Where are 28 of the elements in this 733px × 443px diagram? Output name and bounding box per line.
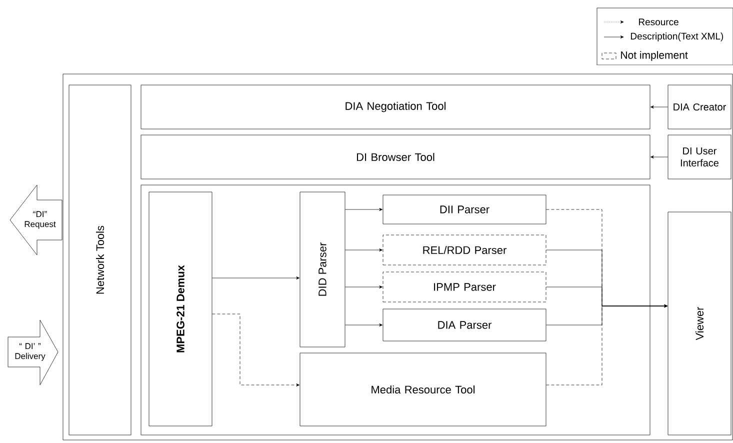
frame-box [62, 74, 733, 440]
arrow [546, 304, 668, 386]
arrow [212, 314, 300, 386]
arrow [212, 276, 300, 280]
arrow [345, 248, 382, 252]
tool-box: DIA Negotiation Tool [140, 84, 650, 130]
input-box: DI User Interface [668, 134, 732, 180]
parser-box: DII Parser [382, 194, 546, 224]
legend-label: Not implement [621, 51, 688, 61]
arrow [345, 324, 382, 326]
parser-box: DID Parser [300, 192, 346, 348]
input-box: DIA Creator [668, 84, 732, 130]
parser-box: REL/RDD Parser [382, 234, 546, 266]
arrow [546, 304, 668, 326]
legend-label: Description(Text XML) [630, 32, 724, 42]
legend-label: Resource [638, 18, 678, 26]
arrow [650, 106, 668, 108]
parser-box: IPMP Parser [382, 272, 546, 302]
tool-box: DI Browser Tool [140, 134, 650, 180]
arrow [650, 156, 668, 158]
tool-box: Media Resource Tool [300, 352, 546, 426]
tool-box: Network Tools [68, 84, 132, 436]
arrow [345, 208, 382, 211]
demux-box: MPEG-21 Demux [148, 192, 212, 426]
parser-box: DIA Parser [382, 308, 546, 342]
viewer-box: Viewer [668, 212, 732, 436]
group-box [140, 184, 650, 436]
arrow [345, 286, 382, 288]
